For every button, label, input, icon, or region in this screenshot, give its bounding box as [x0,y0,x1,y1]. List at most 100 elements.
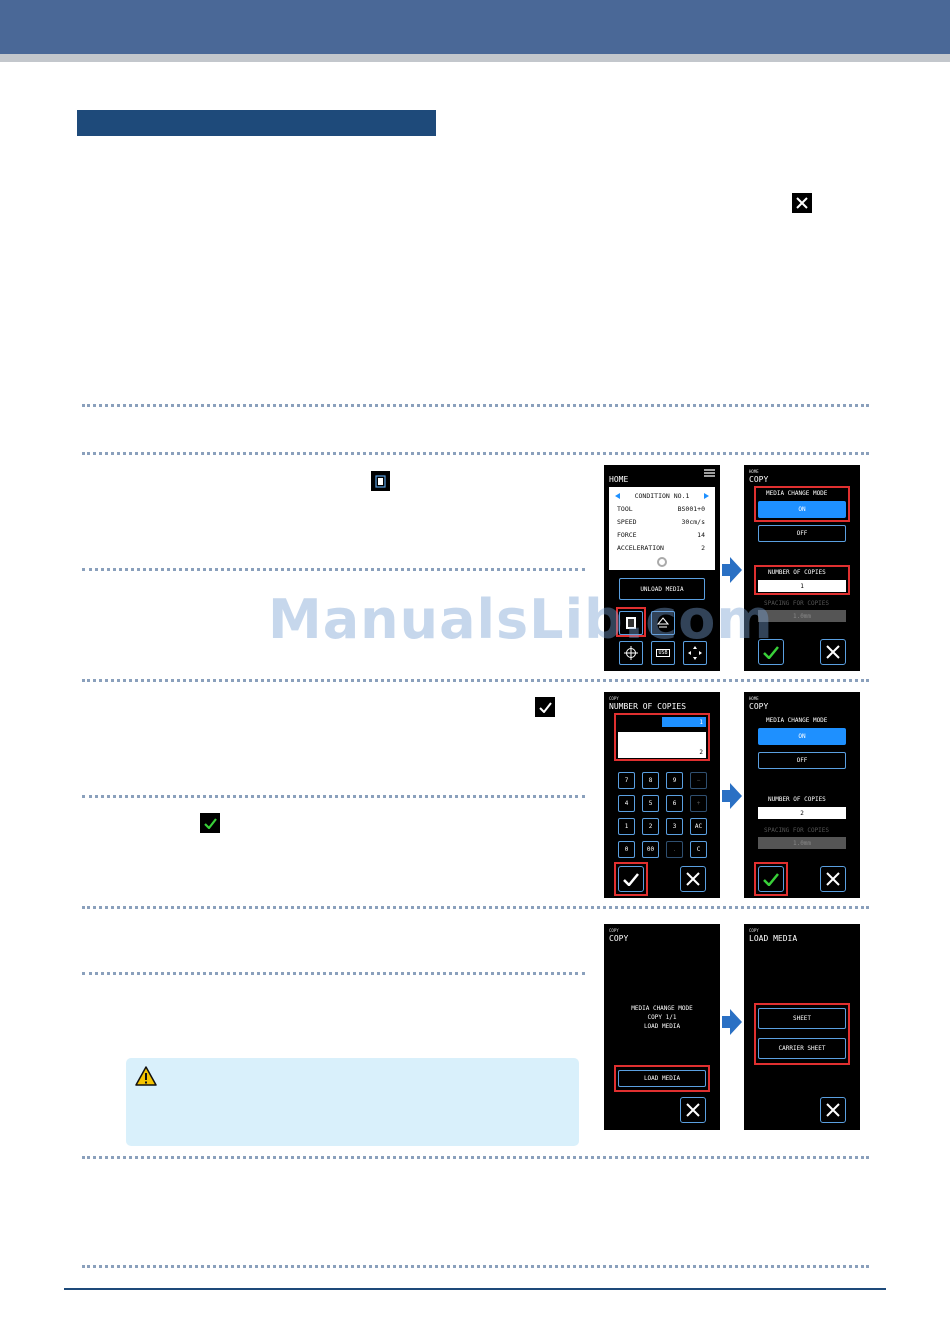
screen-title: COPY [749,475,769,484]
check-icon [763,645,779,659]
key-c[interactable]: C [690,841,707,858]
memory-icon [371,471,390,491]
load-media-button[interactable]: LOAD MEDIA [618,1070,706,1087]
key-ac[interactable]: AC [690,818,707,835]
separator [82,906,869,909]
separator [82,404,869,407]
input-field[interactable]: 2 [618,732,706,758]
copies-field[interactable]: 1 [758,580,846,592]
highlight-box [754,862,788,896]
header-shadow [0,54,950,62]
spacing-field: 1.0mm [758,610,846,622]
arrow-right-icon [722,557,742,583]
screen-breadcrumb: HOME [749,696,759,701]
key-9[interactable]: 9 [666,772,683,789]
usb-button[interactable]: USB [651,641,675,665]
highlight-box [754,486,850,522]
screen-load-media: COPY LOAD MEDIA SHEET CARRIER SHEET [744,924,860,1130]
key-dot[interactable]: . [666,841,683,858]
key-5[interactable]: 5 [642,795,659,812]
screen-title: NUMBER OF COPIES [609,702,687,711]
unload-media-button[interactable]: UNLOAD MEDIA [619,578,705,600]
usb-label: USB [656,649,670,657]
on-button[interactable]: ON [758,728,846,745]
screen-breadcrumb: COPY [609,696,619,701]
media-change-mode-label: MEDIA CHANGE MODE [766,490,828,497]
separator [82,1156,869,1159]
current-value: 1 [662,717,706,727]
cancel-button[interactable] [820,1097,846,1123]
close-icon [792,193,812,213]
key-00[interactable]: 00 [642,841,659,858]
screen-title: LOAD MEDIA [749,934,798,943]
highlight-box [614,862,648,896]
separator [82,679,869,682]
screen-copy-progress: COPY COPY MEDIA CHANGE MODE COPY 1/1 LOA… [604,924,720,1130]
on-button[interactable]: ON [758,501,846,518]
key-8[interactable]: 8 [642,772,659,789]
memory-button[interactable] [619,611,643,635]
key-2[interactable]: 2 [642,818,659,835]
tool-up-button[interactable] [651,611,675,635]
crosshair-icon [624,646,638,660]
screen-title: COPY [609,934,629,943]
watermark: ManualsLib.com [268,588,774,651]
highlight-box [614,713,710,761]
check-icon [623,872,639,886]
carrier-sheet-button[interactable]: CARRIER SHEET [758,1038,846,1059]
spacing-label: SPACING FOR COPIES [764,600,830,607]
screen-number-of-copies: COPY NUMBER OF COPIES 1 2 7 8 9 − 4 5 6 … [604,692,720,898]
warning-icon [135,1066,157,1086]
off-button[interactable]: OFF [758,525,846,542]
separator [82,1265,869,1268]
cancel-button[interactable] [820,639,846,665]
key-7[interactable]: 7 [618,772,635,789]
media-change-mode-label: MEDIA CHANGE MODE [766,717,828,724]
screen-copy: HOME COPY MEDIA CHANGE MODE ON OFF NUMBE… [744,465,860,671]
screen-title: COPY [749,702,769,711]
caution-box [126,1058,579,1146]
key-6[interactable]: 6 [666,795,683,812]
cancel-button[interactable] [820,866,846,892]
arrows-icon [688,646,702,660]
spacing-field: 1.0mm [758,837,846,849]
condition-number: CONDITION NO.1 [634,492,690,500]
key-0[interactable]: 0 [618,841,635,858]
close-icon [826,645,840,659]
separator [82,795,585,798]
menu-icon[interactable] [704,469,715,477]
highlight-box [616,607,646,637]
footer-rule [64,1288,886,1290]
section-title-bar [77,110,436,136]
check-green-icon [200,813,220,833]
screen-breadcrumb: HOME [749,469,759,474]
move-button[interactable] [683,641,707,665]
memory-icon [626,617,636,629]
key-plus[interactable]: + [690,795,707,812]
ok-button[interactable] [618,866,644,892]
key-3[interactable]: 3 [666,818,683,835]
key-1[interactable]: 1 [618,818,635,835]
key-4[interactable]: 4 [618,795,635,812]
cancel-button[interactable] [680,1097,706,1123]
ok-button[interactable] [758,639,784,665]
arrow-right-icon [722,783,742,809]
chevron-left-icon[interactable] [615,493,620,499]
copies-field[interactable]: 2 [758,807,846,819]
status-message: MEDIA CHANGE MODE COPY 1/1 LOAD MEDIA [631,1005,693,1030]
separator [82,568,585,571]
close-icon [826,872,840,886]
highlight-box [754,1003,850,1065]
off-button[interactable]: OFF [758,752,846,769]
screen-breadcrumb: COPY [609,928,619,933]
key-minus[interactable]: − [690,772,707,789]
sheet-button[interactable]: SHEET [758,1008,846,1029]
origin-button[interactable] [619,641,643,665]
chevron-right-icon[interactable] [703,493,709,499]
cancel-button[interactable] [680,866,706,892]
ok-button[interactable] [758,866,784,892]
close-icon [686,1103,700,1117]
